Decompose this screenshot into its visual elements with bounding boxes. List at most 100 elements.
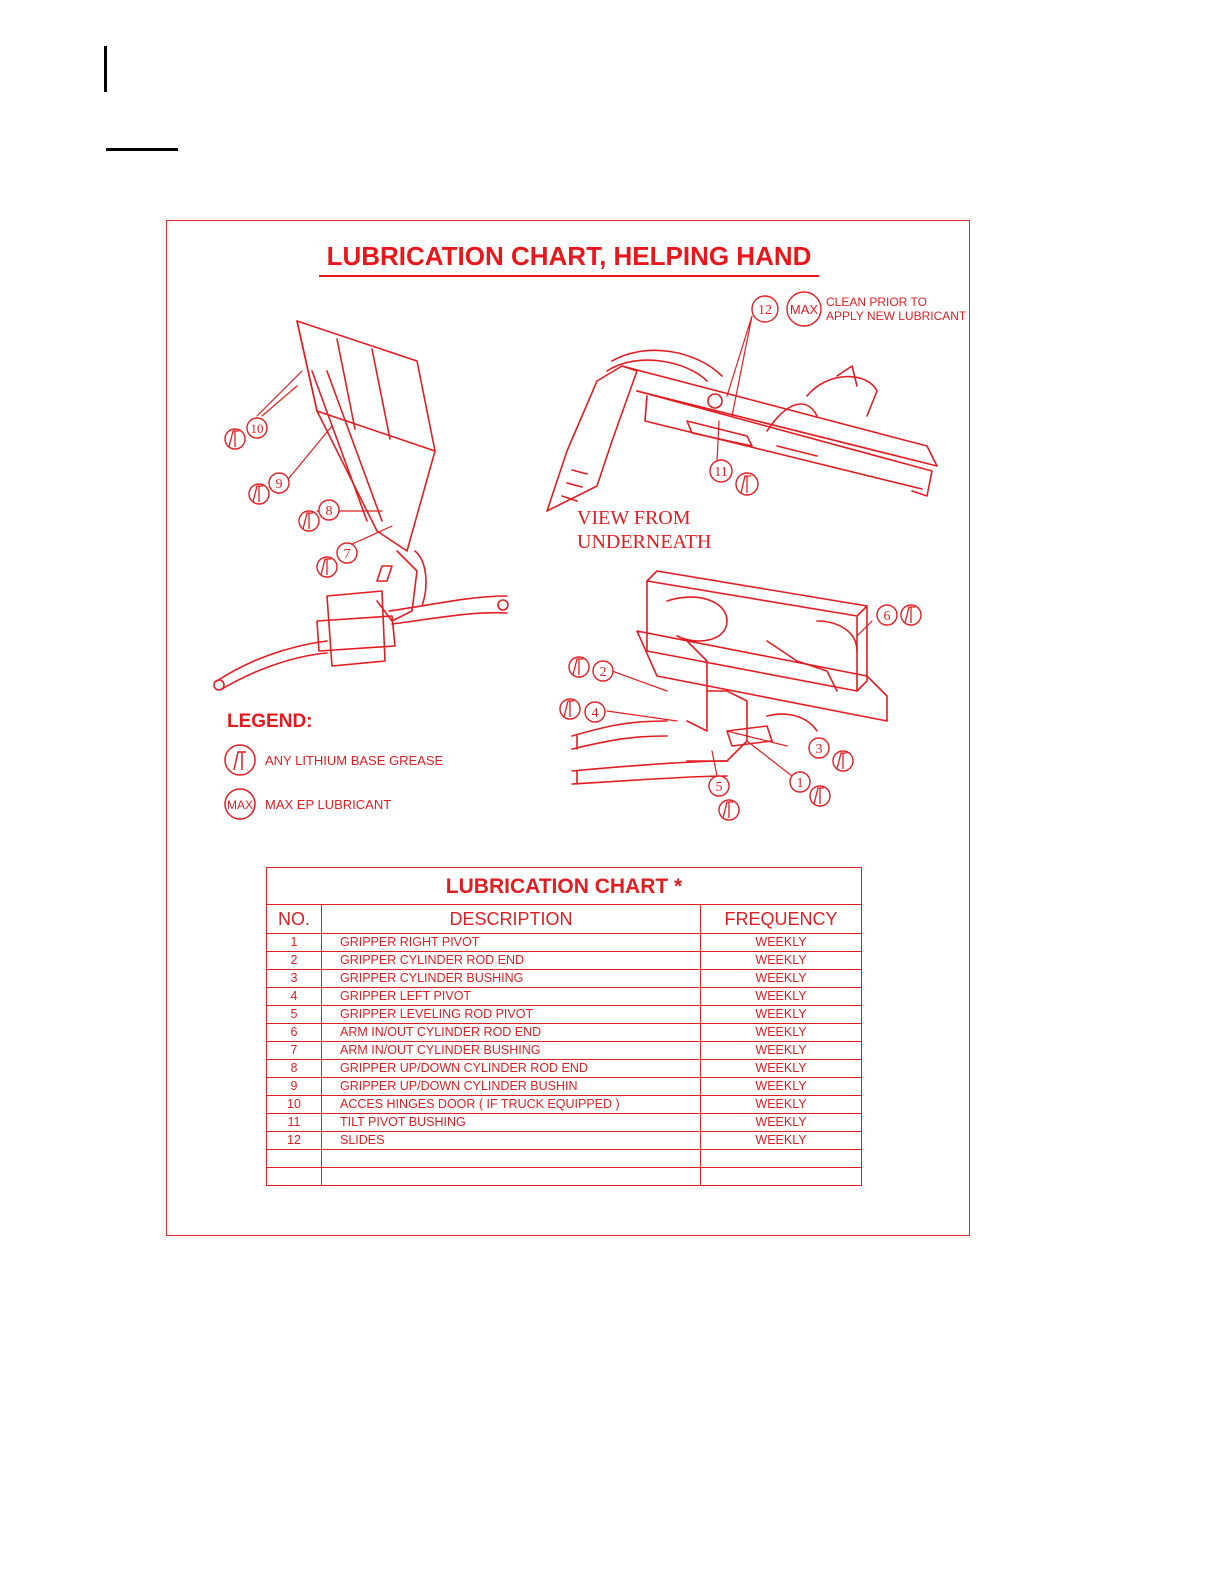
cell-frequency: WEEKLY <box>700 1005 862 1024</box>
callout-3: 3 <box>808 737 854 772</box>
cell-no: 7 <box>266 1041 322 1060</box>
mechanical-drawings: 10 9 8 7 12 <box>213 291 967 821</box>
cell-frequency: WEEKLY <box>700 1095 862 1114</box>
left-arm-drawing <box>213 320 509 691</box>
cell-no: 2 <box>266 951 322 970</box>
callout-5: 5 <box>708 775 740 821</box>
svg-text:7: 7 <box>344 547 351 562</box>
callout-10: 10 <box>224 417 268 450</box>
column-header-description: DESCRIPTION <box>321 904 701 934</box>
callouts: 10 9 8 7 12 <box>224 291 967 821</box>
cell-no <box>266 1149 322 1168</box>
cell-description: GRIPPER RIGHT PIVOT <box>321 933 701 952</box>
callout-9: 9 <box>248 472 290 505</box>
column-header-frequency: FREQUENCY <box>700 904 862 934</box>
callout-4: 4 <box>559 698 606 723</box>
cell-frequency: WEEKLY <box>700 969 862 988</box>
gripper-view-drawing <box>571 570 888 785</box>
legend-title: LEGEND: <box>227 711 313 732</box>
cell-description: GRIPPER LEVELING ROD PIVOT <box>321 1005 701 1024</box>
cell-frequency: WEEKLY <box>700 1113 862 1132</box>
cell-description: GRIPPER UP/DOWN CYLINDER BUSHIN <box>321 1077 701 1096</box>
svg-text:12: 12 <box>758 303 772 318</box>
svg-text:CLEAN PRIOR TO: CLEAN PRIOR TO <box>826 295 927 309</box>
cell-description: ARM IN/OUT CYLINDER BUSHING <box>321 1041 701 1060</box>
cell-no: 4 <box>266 987 322 1006</box>
view-label: VIEW FROM UNDERNEATH <box>577 507 711 553</box>
svg-text:UNDERNEATH: UNDERNEATH <box>577 531 711 553</box>
cell-description: GRIPPER CYLINDER BUSHING <box>321 969 701 988</box>
cell-description: TILT PIVOT BUSHING <box>321 1113 701 1132</box>
change-bar <box>104 46 107 92</box>
column-header-no: NO. <box>266 904 322 934</box>
svg-text:2: 2 <box>600 665 607 680</box>
cell-description: ACCES HINGES DOOR ( IF TRUCK EQUIPPED ) <box>321 1095 701 1114</box>
cell-description: GRIPPER LEFT PIVOT <box>321 987 701 1006</box>
cell-no: 5 <box>266 1005 322 1024</box>
cell-frequency: WEEKLY <box>700 1023 862 1042</box>
svg-text:3: 3 <box>816 742 823 757</box>
grease-icon <box>224 744 256 776</box>
cell-description <box>321 1167 701 1186</box>
svg-text:10: 10 <box>251 421 264 436</box>
svg-text:MAX: MAX <box>227 798 253 812</box>
legend-item-grease: ANY LITHIUM BASE GREASE <box>223 743 443 777</box>
cell-no: 8 <box>266 1059 322 1078</box>
cell-frequency: WEEKLY <box>700 951 862 970</box>
cell-no <box>266 1167 322 1186</box>
legend-item-max: MAX MAX EP LUBRICANT <box>223 787 391 821</box>
cell-frequency: WEEKLY <box>700 1041 862 1060</box>
lubrication-table: LUBRICATION CHART * NO. DESCRIPTION FREQ… <box>266 867 862 1186</box>
header-rule <box>106 148 178 151</box>
cell-no: 11 <box>266 1113 322 1132</box>
callout-8: 8 <box>298 499 340 532</box>
legend-label-max: MAX EP LUBRICANT <box>265 796 392 812</box>
cell-no: 10 <box>266 1095 322 1114</box>
svg-text:APPLY NEW LUBRICANT: APPLY NEW LUBRICANT <box>826 309 967 323</box>
svg-text:MAX: MAX <box>790 302 819 317</box>
table-row <box>266 1149 862 1168</box>
table-title: LUBRICATION CHART * <box>266 867 862 905</box>
callout-11: 11 <box>709 459 759 496</box>
svg-text:6: 6 <box>884 609 891 624</box>
cell-description: GRIPPER CYLINDER ROD END <box>321 951 701 970</box>
table-row <box>266 1167 862 1186</box>
svg-text:1: 1 <box>797 776 804 791</box>
svg-text:4: 4 <box>592 706 599 721</box>
cell-no: 1 <box>266 933 322 952</box>
callout-1: 1 <box>789 771 831 807</box>
cell-description: ARM IN/OUT CYLINDER ROD END <box>321 1023 701 1042</box>
cell-frequency: WEEKLY <box>700 1077 862 1096</box>
callout-12: 12 MAX CLEAN PRIOR TO APPLY NEW LUBRICAN… <box>751 291 967 327</box>
callout-6: 6 <box>876 604 922 626</box>
lubrication-figure: LUBRICATION CHART, HELPING HAND <box>166 220 970 1236</box>
svg-text:VIEW FROM: VIEW FROM <box>577 507 691 529</box>
callout-2: 2 <box>568 656 614 682</box>
page-title: LUBRICATION CHART, HELPING HAND <box>167 241 971 277</box>
cell-frequency <box>700 1149 862 1168</box>
cell-description <box>321 1149 701 1168</box>
cell-no: 9 <box>266 1077 322 1096</box>
cell-no: 3 <box>266 969 322 988</box>
max-lubricant-icon: MAX <box>224 788 256 820</box>
cell-frequency: WEEKLY <box>700 987 862 1006</box>
svg-text:9: 9 <box>276 477 283 492</box>
cell-no: 6 <box>266 1023 322 1042</box>
svg-text:8: 8 <box>326 504 333 519</box>
svg-text:5: 5 <box>716 780 723 795</box>
cell-frequency <box>700 1167 862 1186</box>
callout-7: 7 <box>316 542 358 578</box>
cell-frequency: WEEKLY <box>700 933 862 952</box>
